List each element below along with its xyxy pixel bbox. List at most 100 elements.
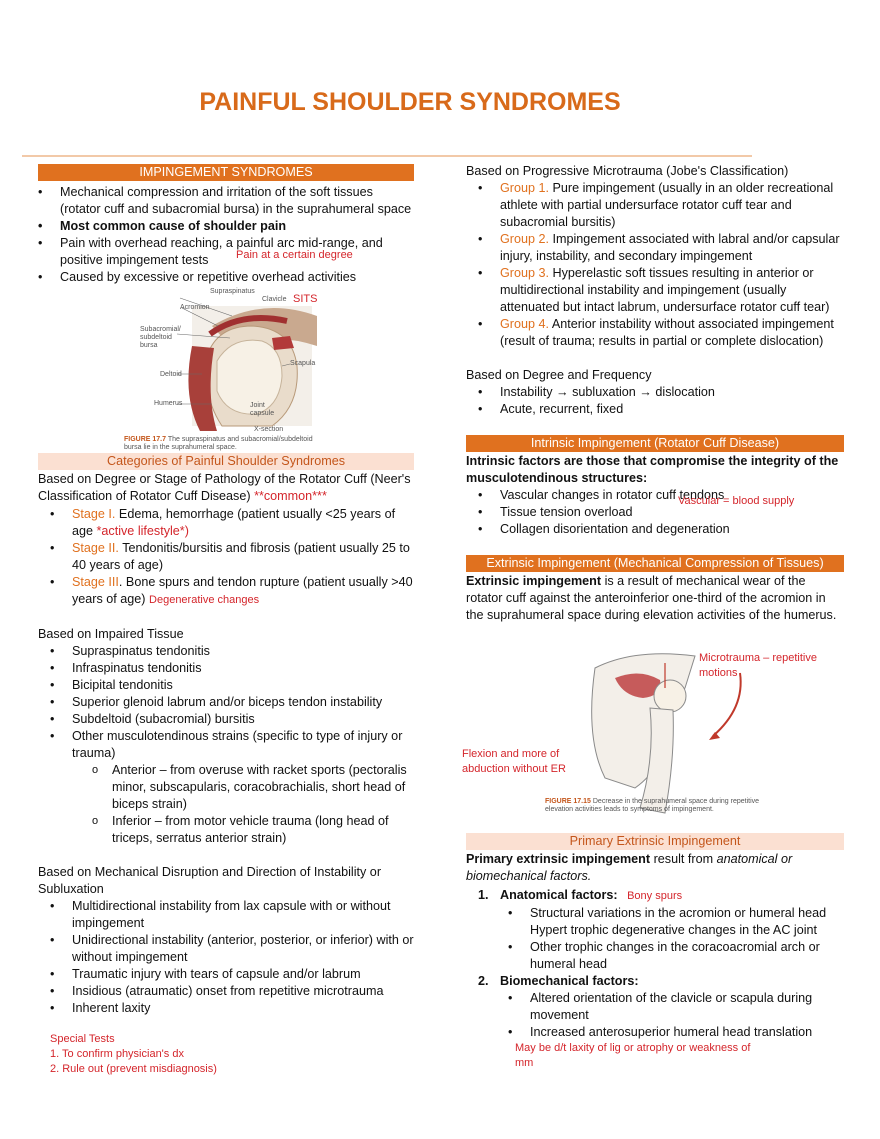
label-bursa: Subacromial/ subdeltoid bursa [140, 326, 181, 349]
factor-number: 2. [478, 974, 489, 988]
list-item-text: Other musculotendinous strains (specific… [72, 729, 403, 760]
label-x-section: X-section [254, 426, 284, 433]
stage-text: Tendonitis/bursitis and fibrosis (patien… [72, 541, 410, 572]
tissue-heading: Based on Impaired Tissue [38, 627, 184, 641]
annotation-microtrauma: Microtrauma – repetitive motions [699, 652, 817, 679]
figure-number: FIGURE 17.7 [124, 436, 167, 443]
label-humerus: Humerus [154, 400, 183, 407]
list-item: Structural variations in the acromion or… [508, 905, 844, 939]
list-item: Subdeltoid (subacromial) bursitis [50, 711, 414, 728]
list-item: Collagen disorientation and degeneration [478, 521, 844, 538]
annotation-vascular: Vascular = blood supply [678, 495, 795, 507]
figure-number: FIGURE 17.15 [545, 798, 591, 805]
figure-caption: FIGURE 17.7 The supraspinatus and subacr… [124, 436, 324, 452]
neer-heading: Based on Degree or Stage of Pathology of… [38, 471, 414, 505]
label-deltoid: Deltoid [160, 371, 182, 378]
list-item: Group 1. Pure impingement (usually in an… [478, 180, 844, 231]
list-item: Increased anterosuperior humeral head tr… [508, 1024, 844, 1041]
annotation-bony-spurs: Bony spurs [627, 890, 683, 902]
stage-note: Degenerative changes [149, 594, 260, 606]
list-item: Multidirectional instability from lax ca… [50, 898, 414, 932]
page-title: PAINFUL SHOULDER SYNDROMES [199, 88, 621, 116]
list-item: Caused by excessive or repetitive overhe… [38, 269, 414, 286]
elevation-illustration [591, 653, 742, 814]
list-item: Acute, recurrent, fixed [478, 401, 844, 418]
factor-heading: Biomechanical factors: [500, 974, 639, 988]
group-text: Anterior instability without associated … [500, 317, 834, 348]
intrinsic-intro: Intrinsic factors are those that comprom… [466, 454, 839, 485]
right-column: Based on Progressive Microtrauma (Jobe's… [466, 163, 844, 624]
neer-heading-text: Based on Degree or Stage of Pathology of… [38, 472, 411, 503]
list-item: Instability → subluxation → dislocation [478, 384, 844, 401]
left-column: IMPINGEMENT SYNDROMES Mechanical compres… [38, 164, 414, 286]
shoulder-anatomy-illustration [176, 297, 317, 431]
annotation-pain-arc: Pain at a certain degree [236, 249, 353, 261]
special-tests: Special Tests 1. To confirm physician's … [50, 1032, 217, 1077]
annotation-flexion: Flexion and more of abduction without ER [462, 748, 566, 775]
categories-header-label: Categories of Painful Shoulder Syndromes [106, 454, 345, 468]
stage-text: Edema, hemorrhage (patient usually <25 y… [72, 507, 396, 538]
group-text: Pure impingement (usually in an older re… [500, 181, 834, 229]
figure-caption: FIGURE 17.15 Decrease in the suprahumera… [545, 798, 770, 814]
factor-number: 1. [478, 888, 489, 902]
annotation-sits: SITS [293, 293, 318, 305]
categories-header: Categories of Painful Shoulder Syndromes [38, 453, 414, 470]
mech-heading: Based on Mechanical Disruption and Direc… [38, 865, 382, 896]
special-tests-item: 2. Rule out (prevent misdiagnosis) [50, 1063, 217, 1075]
neer-common-note: **common*** [254, 489, 327, 503]
primary-text: result from [650, 852, 717, 866]
special-tests-item: 1. To confirm physician's dx [50, 1048, 184, 1060]
factor-list: 1. Anatomical factors: Bony spurs Struct… [466, 887, 844, 1041]
sub-list-item: Inferior – from motor vehicle trauma (lo… [90, 813, 414, 847]
label-joint-capsule: Joint capsule [250, 402, 275, 417]
tissue-list: Supraspinatus tendonitis Infraspinatus t… [38, 643, 414, 847]
list-item: Superior glenoid labrum and/or biceps te… [50, 694, 414, 711]
stage-label: Stage I. [72, 507, 116, 521]
annotation-laxity: May be d/t laxity of lig or atrophy or w… [515, 1042, 751, 1069]
stage-label: Stage III [72, 575, 119, 589]
label-clavicle: Clavicle [262, 296, 287, 303]
caption-text: The supraspinatus and subacromial/subdel… [124, 436, 313, 451]
title-rule [22, 155, 752, 157]
list-item: Altered orientation of the clavicle or s… [508, 990, 844, 1024]
extrinsic-text: is a result of mechanical wear of the ro… [466, 574, 837, 622]
list-item: Supraspinatus tendonitis [50, 643, 414, 660]
left-column-lower: Categories of Painful Shoulder Syndromes… [38, 453, 414, 1017]
list-item: Group 2. Impingement associated with lab… [478, 231, 844, 265]
label-supraspinatus: Supraspinatus [210, 288, 255, 295]
impingement-header-label: IMPINGEMENT SYNDROMES [139, 165, 313, 179]
special-tests-title: Special Tests [50, 1033, 115, 1045]
primary-header: Primary Extrinsic Impingement [466, 833, 844, 850]
anatomical-list: Structural variations in the acromion or… [500, 905, 844, 973]
list-item: Other musculotendinous strains (specific… [50, 728, 414, 847]
stage-note: *active lifestyle*) [96, 524, 189, 538]
impingement-header: IMPINGEMENT SYNDROMES [38, 164, 414, 181]
group-label: Group 4. [500, 317, 550, 331]
list-item: Unidirectional instability (anterior, po… [50, 932, 414, 966]
factor-heading: Anatomical factors: [500, 888, 618, 902]
intrinsic-list: Vascular changes in rotator cuff tendons… [466, 487, 844, 538]
list-item: Infraspinatus tendonitis [50, 660, 414, 677]
list-item: Pain with overhead reaching, a painful a… [38, 235, 414, 269]
figure-shoulder-anatomy: Supraspinatus Clavicle Acromion Subacrom… [122, 286, 326, 452]
freq-heading: Based on Degree and Frequency [466, 368, 652, 382]
list-item: Group 3. Hyperelastic soft tissues resul… [478, 265, 844, 316]
extrinsic-term: Extrinsic impingement [466, 574, 602, 588]
primary-term: Primary extrinsic impingement [466, 852, 651, 866]
right-column-lower: Primary Extrinsic Impingement Primary ex… [466, 833, 844, 1041]
list-item: Stage I. Edema, hemorrhage (patient usua… [50, 506, 414, 540]
intrinsic-header-label: Intrinsic Impingement (Rotator Cuff Dise… [530, 436, 780, 450]
list-item: Bicipital tendonitis [50, 677, 414, 694]
primary-italic: anatomical or biomechanical factors. [466, 852, 793, 883]
list-item: Traumatic injury with tears of capsule a… [50, 966, 414, 983]
group-label: Group 3. [500, 266, 550, 280]
list-item: Stage II. Tendonitis/bursitis and fibros… [50, 540, 414, 574]
biomechanical-factors: 2. Biomechanical factors: Altered orient… [478, 973, 844, 1041]
group-list: Group 1. Pure impingement (usually in an… [466, 180, 844, 350]
primary-header-label: Primary Extrinsic Impingement [569, 834, 741, 848]
sub-list-item: Anterior – from overuse with racket spor… [90, 762, 414, 813]
stage-text: . Bone spurs and tendon rupture (patient… [72, 575, 413, 606]
freq-list: Instability → subluxation → dislocation … [466, 384, 844, 418]
list-item: Most common cause of shoulder pain [38, 218, 414, 235]
caption-text: Decrease in the suprahumeral space durin… [545, 798, 760, 813]
